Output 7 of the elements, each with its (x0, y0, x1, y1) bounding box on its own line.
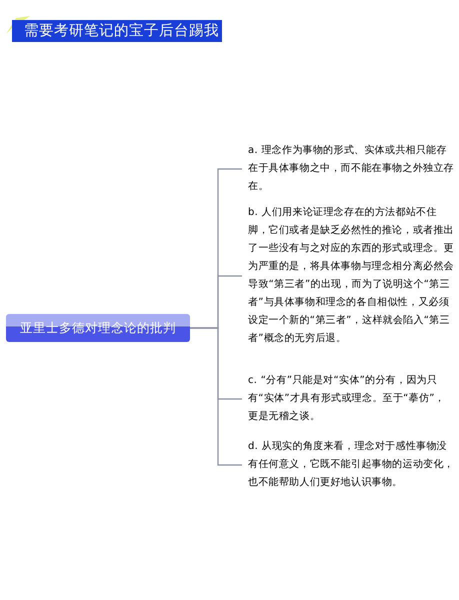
connector-line (190, 327, 242, 466)
branch-text: c. “分有”只能是对“实体”的分有，因为只有“实体”才具有形式或理念。至于“摹仿”，更是无稽之谈。 (248, 372, 454, 426)
topic-box: 亚里士多德对理念论的批判 (6, 314, 190, 342)
branch-text: a. 理念作为事物的形式、实体或共相只能存在于具体事物之中，而不能在事物之外独立存在。 (248, 142, 454, 196)
title-banner: 需要考研笔记的宝子后台踢我 (12, 20, 222, 42)
branch-text: b. 人们用来论证理念存在的方法都站不住脚，它们或者是缺乏必然性的推论，或者推出了一些没有与之对应的东西的形式或理念。更为严重的是，将具体事物与理念相分离必然会导致“第三者”的出现，而为了说明这个“第三者”与具体事物和理念的各自相似性，又必须设定一个新的“第三者”，这样就会陷入“第三者”概念的无穷后退。 (248, 204, 454, 348)
branch-text: d. 从现实的角度来看，理念对于感性事物没有任何意义，它既不能引起事物的运动变化，也不能帮助人们更好地认识事物。 (248, 438, 454, 492)
